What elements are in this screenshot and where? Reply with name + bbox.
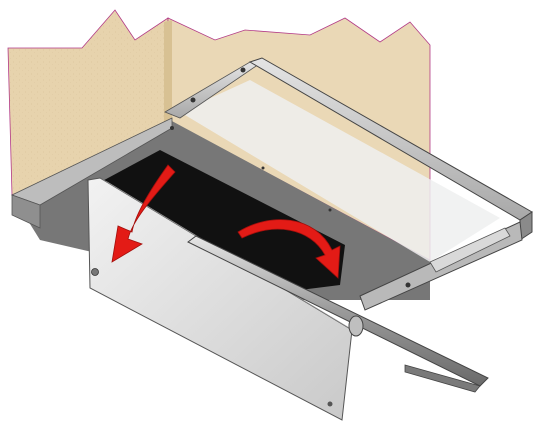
screw-hole (405, 282, 411, 288)
rotating-bar-end (404, 364, 481, 393)
rod-collar (348, 315, 364, 337)
drawer-panel (87, 177, 353, 421)
rotating-bar (187, 235, 489, 387)
screw-hole (328, 208, 332, 212)
screw-hole (240, 67, 246, 73)
screw-hole (261, 166, 265, 170)
screw-hole (190, 97, 196, 103)
frame-left-face (11, 194, 41, 229)
swing-down-arrow-icon (111, 164, 176, 263)
glass-panel (180, 80, 500, 262)
wall-corner (164, 20, 172, 128)
rotate-arrow-icon (237, 219, 341, 279)
screw-hole (170, 126, 174, 130)
panel-screw (327, 401, 333, 407)
panel-hinge (91, 268, 99, 276)
slide-rail (429, 227, 511, 273)
